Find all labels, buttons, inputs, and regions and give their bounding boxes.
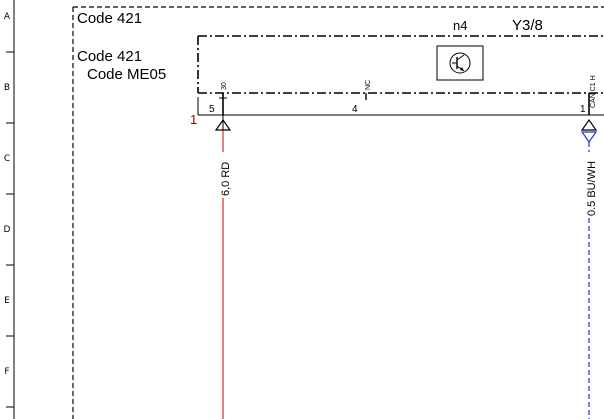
pin-number-5: 5 (209, 104, 215, 115)
outer-code-label: Code 421 (77, 10, 142, 27)
wire-red: 6,0 RD (214, 115, 232, 419)
component-id: n4 (453, 18, 467, 33)
pin-1: CAN C1 H 1 (580, 75, 597, 115)
row-label-d: D (4, 225, 11, 235)
row-label-c: C (4, 154, 10, 164)
row-label-b: B (4, 83, 10, 93)
row-marker-strip: A B C D E F (4, 0, 15, 419)
pin-number-1: 1 (580, 104, 586, 115)
row-label-f: F (4, 367, 9, 377)
pin-name-can: CAN C1 H (590, 75, 597, 108)
outer-code-box (72, 6, 604, 419)
wire-label-red: 6,0 RD (220, 162, 232, 196)
row-label-e: E (4, 296, 10, 306)
connector-id: Y3/8 (512, 17, 543, 34)
reference-number: 1 (190, 112, 197, 127)
row-label-a: A (4, 12, 11, 22)
connector-strip (197, 97, 604, 116)
pin-4: NC 4 (352, 80, 372, 115)
component-box (197, 35, 604, 94)
component-code-label-1: Code 421 (77, 48, 142, 65)
wire-label-blue: 0.5 BU/WH (586, 161, 598, 216)
wire-blue: 0.5 BU/WH (580, 118, 598, 419)
pin-number-4: 4 (352, 104, 358, 115)
component-code-label-2: Code ME05 (87, 66, 166, 83)
pin-5: 30 5 (209, 82, 228, 115)
pin-name-nc: NC (365, 80, 372, 90)
pin-name-30: 30 (221, 82, 228, 90)
transistor-symbol-icon (436, 45, 484, 81)
